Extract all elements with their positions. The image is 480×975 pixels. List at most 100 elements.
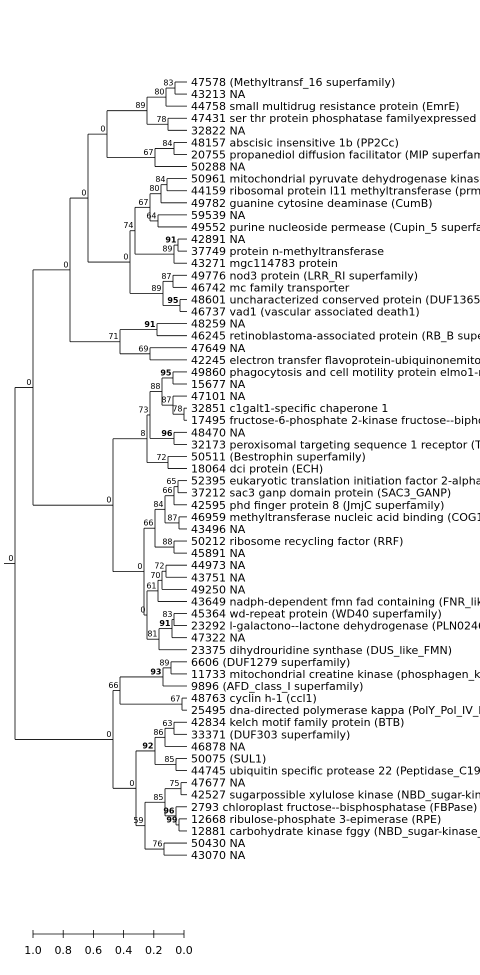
leaf-label: 2793 chloroplast fructose--bisphosphatas… xyxy=(191,801,477,814)
bootstrap-value: 91 xyxy=(144,320,156,329)
scale-tick-label: 0.0 xyxy=(175,944,193,957)
bootstrap-value: 0 xyxy=(129,779,134,788)
leaf-label: 43213 NA xyxy=(191,88,246,101)
bootstrap-value: 59 xyxy=(133,816,143,825)
bootstrap-value: 87 xyxy=(161,396,171,405)
leaf-label: 49552 purine nucleoside permease (Cupin_… xyxy=(191,221,480,234)
bootstrap-value: 96 xyxy=(161,429,173,438)
scale-tick-label: 1.0 xyxy=(24,944,42,957)
leaf-label: 59539 NA xyxy=(191,209,246,222)
bootstrap-value: 83 xyxy=(162,610,172,619)
bootstrap-value: 69 xyxy=(138,344,148,353)
scale-bar xyxy=(32,930,185,938)
bootstrap-value: 87 xyxy=(167,513,177,522)
leaf-label: 46245 retinoblastoma-associated protein … xyxy=(191,330,480,343)
bootstrap-value: 93 xyxy=(150,667,161,676)
bootstrap-value: 0 xyxy=(106,496,111,505)
leaf-label: 46742 mc family transporter xyxy=(191,281,350,294)
bootstrap-value: 87 xyxy=(161,272,171,281)
bootstrap-value: 95 xyxy=(167,296,179,305)
bootstrap-value: 86 xyxy=(153,728,163,737)
bootstrap-value: 0 xyxy=(8,554,13,563)
bootstrap-value: 85 xyxy=(164,755,174,764)
bootstrap-value: 67 xyxy=(170,695,180,704)
leaf-label: 44745 ubiquitin specific protease 22 (Pe… xyxy=(191,765,480,778)
leaf-label: 46959 methyltransferase nucleic acid bin… xyxy=(191,511,480,524)
leaf-label: 17495 fructose-6-phosphate 2-kinase fruc… xyxy=(191,414,480,427)
bootstrap-value: 73 xyxy=(138,405,148,414)
bootstrap-value: 8 xyxy=(140,429,145,438)
bootstrap-value: 72 xyxy=(156,453,166,462)
bootstrap-value: 78 xyxy=(172,405,182,414)
bootstrap-value: 89 xyxy=(162,245,172,254)
leaf-label: 49782 guanine cytosine deaminase (CumB) xyxy=(191,197,433,210)
bootstrap-value: 88 xyxy=(150,382,160,391)
bootstrap-value: 84 xyxy=(155,175,165,184)
leaf-label: 42527 sugarpossible xylulose kinase (NBD… xyxy=(191,789,480,802)
bootstrap-value: 63 xyxy=(162,719,172,728)
leaf-label: 49250 NA xyxy=(191,583,246,596)
leaf-label: 33371 (DUF303 superfamily) xyxy=(191,728,350,741)
bootstrap-value: 71 xyxy=(108,332,118,341)
leaf-label: 47649 NA xyxy=(191,342,246,355)
leaf-label: 45891 NA xyxy=(191,547,246,560)
bootstrap-value: 78 xyxy=(156,115,166,124)
bootstrap-value: 66 xyxy=(162,486,172,495)
leaf-label: 32822 NA xyxy=(191,124,246,137)
scale-tick-label: 0.6 xyxy=(85,944,103,957)
bootstrap-value: 99 xyxy=(166,815,178,824)
leaf-label: 50212 ribosome recycling factor (RRF) xyxy=(191,535,403,548)
bootstrap-value: 0 xyxy=(106,730,111,739)
leaf-label: 20755 propanediol diffusion facilitator … xyxy=(191,148,480,161)
leaf-label: 44159 ribosomal protein l11 methyltransf… xyxy=(191,185,480,198)
bootstrap-value: 0 xyxy=(123,253,128,262)
bootstrap-value: 61 xyxy=(146,581,156,590)
scale-tick-label: 0.4 xyxy=(115,944,133,957)
bootstrap-value: 89 xyxy=(135,101,145,110)
leaf-label: 37749 protein n-methyltransferase xyxy=(191,245,384,258)
leaf-label: 50075 (SUL1) xyxy=(191,752,266,765)
leaf-label: 50961 mitochondrial pyruvate dehydrogena… xyxy=(191,173,480,186)
bootstrap-value: 89 xyxy=(151,284,161,293)
leaf-label: 52395 eukaryotic translation initiation … xyxy=(191,475,480,488)
leaf-label: 48763 cyclin h-1 (ccl1) xyxy=(191,692,317,705)
bootstrap-value: 96 xyxy=(163,806,175,815)
leaf-label: 46737 vad1 (vascular associated death1) xyxy=(191,306,420,319)
scale-tick-label: 0.8 xyxy=(54,944,72,957)
leaf-label: 42595 phd finger protein 8 (JmjC superfa… xyxy=(191,499,444,512)
bootstrap-value: 0 xyxy=(81,189,86,198)
leaf-label: 23292 l-galactono--lactone dehydrogenase… xyxy=(191,620,480,633)
scale-tick-label: 0.2 xyxy=(145,944,163,957)
leaf-label: 23375 dihydrouridine synthase (DUS_like_… xyxy=(191,644,452,657)
bootstrap-value: 66 xyxy=(143,519,153,528)
bootstrap-value: 0 xyxy=(26,378,31,387)
bootstrap-value: 83 xyxy=(163,79,173,88)
leaf-label: 12881 carbohydrate kinase fggy (NBD_suga… xyxy=(191,825,480,838)
bootstrap-value: 0 xyxy=(137,562,142,571)
leaf-label: 46878 NA xyxy=(191,740,246,753)
leaf-label: 43649 nadph-dependent fmn fad containing… xyxy=(191,595,480,608)
leaf-label: 32851 c1galt1-specific chaperone 1 xyxy=(191,402,388,415)
leaf-label: 44758 small multidrug resistance protein… xyxy=(191,100,460,113)
leaf-label: 43271 mgc114783 protein xyxy=(191,257,338,270)
leaf-label: 12668 ribulose-phosphate 3-epimerase (RP… xyxy=(191,813,441,826)
bootstrap-value: 0 xyxy=(140,606,145,615)
bootstrap-value: 91 xyxy=(159,619,171,628)
bootstrap-value: 85 xyxy=(153,793,163,802)
leaf-label: 50430 NA xyxy=(191,837,246,850)
leaf-label: 18064 dci protein (ECH) xyxy=(191,463,323,476)
bootstrap-value: 95 xyxy=(160,368,172,377)
bootstrap-value: 0 xyxy=(100,125,105,134)
bootstrap-value: 74 xyxy=(123,221,133,230)
bootstrap-value: 75 xyxy=(169,779,179,788)
bootstrap-value: 76 xyxy=(152,840,162,849)
leaf-label: 42834 kelch motif family protein (BTB) xyxy=(191,716,404,729)
bootstrap-value: 72 xyxy=(154,562,164,571)
bootstrap-value: 0 xyxy=(63,260,68,269)
leaf-label: 50511 (Bestrophin superfamily) xyxy=(191,450,366,463)
leaf-label: 42891 NA xyxy=(191,233,246,246)
leaf-label: 47101 NA xyxy=(191,390,246,403)
leaf-label: 47431 ser thr protein phosphatase family… xyxy=(191,112,480,125)
leaf-label: 43751 NA xyxy=(191,571,246,584)
